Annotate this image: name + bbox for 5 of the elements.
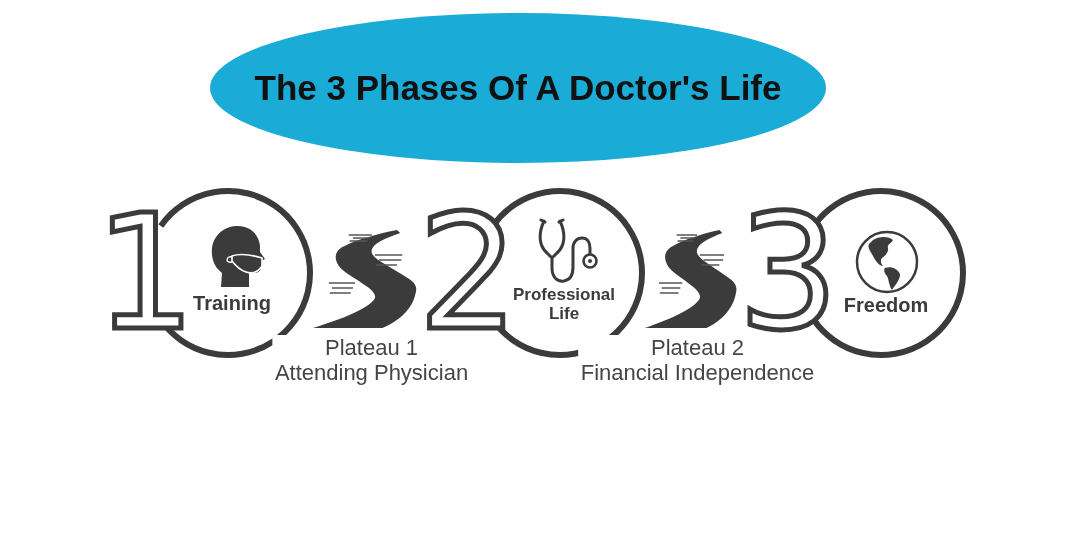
phase-label: Training: [193, 291, 271, 315]
phase-label: Freedom: [843, 293, 929, 317]
road-connector: [313, 230, 417, 328]
title: The 3 Phases Of A Doctor's Life: [254, 68, 782, 108]
road-connector: [645, 230, 737, 328]
